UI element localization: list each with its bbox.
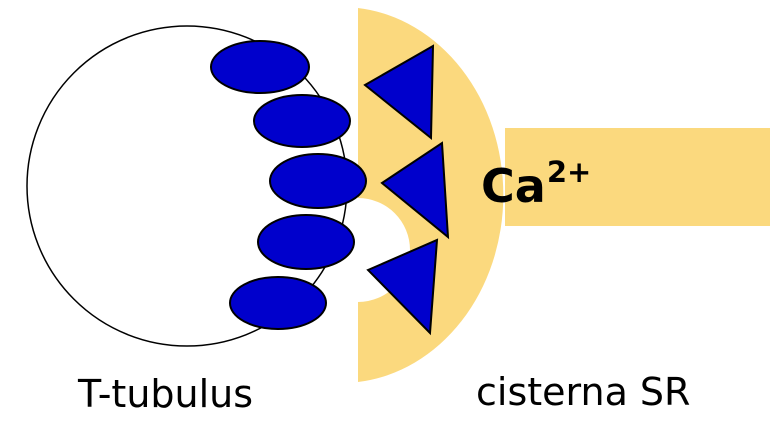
calcium-symbol: Ca [481,159,546,213]
voltage-sensor-4 [257,214,355,270]
voltage-sensor-3 [269,153,367,209]
calcium-charge: 2+ [546,155,592,189]
cisterna-sr-tube [505,128,770,226]
calcium-ion-label: Ca2+ [481,158,591,210]
voltage-sensor-5 [229,276,327,330]
ryanodine-receptor-3 [366,238,439,336]
voltage-sensor-2 [253,94,351,148]
ryanodine-receptor-1 [363,44,435,141]
t-tubulus-label: T-tubulus [78,372,254,416]
ryanodine-receptor-2 [380,141,450,240]
cisterna-sr-label: cisterna SR [476,370,691,414]
voltage-sensor-1 [210,40,310,94]
